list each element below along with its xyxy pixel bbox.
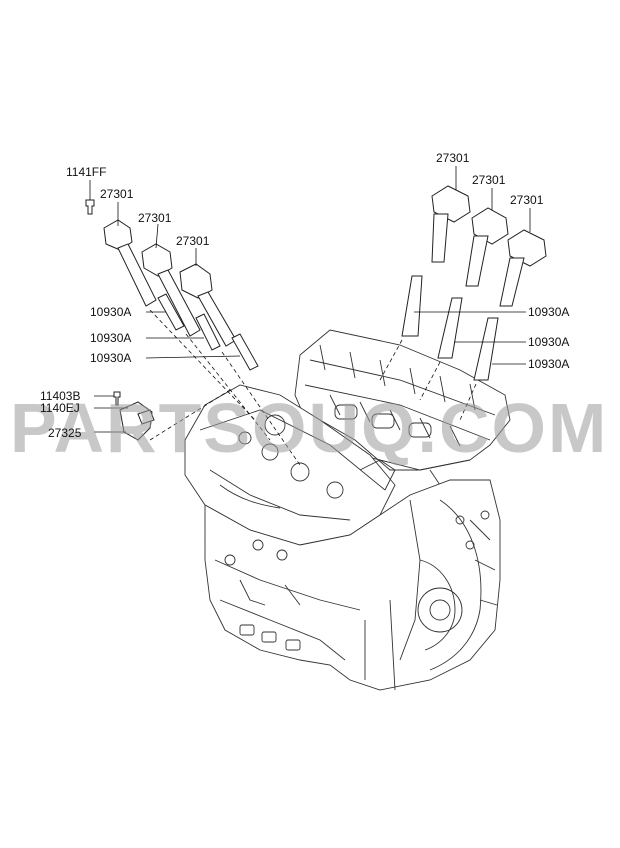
ignition-coil-right-1 xyxy=(431,185,471,263)
callout-coil-right-2: 27301 xyxy=(472,173,506,187)
spark-plug-right-3 xyxy=(473,317,499,381)
callout-plug-left-3: 10930A xyxy=(90,351,131,365)
spark-plug-left-2 xyxy=(195,313,221,351)
leader-lines xyxy=(89,166,531,466)
callout-coil-left-1: 27301 xyxy=(100,187,134,201)
callout-bolt-sensor-b: 1140EJ xyxy=(40,401,80,415)
bolt-11403b xyxy=(113,391,121,406)
callout-plug-right-1: 10930A xyxy=(528,305,569,319)
callout-bolt-top: 1141FF xyxy=(66,165,106,179)
callout-coil-left-2: 27301 xyxy=(138,211,172,225)
ignition-coil-left-1 xyxy=(103,219,157,307)
watermark: PARTSOUQ.COM xyxy=(10,389,608,467)
spark-plug-left-3 xyxy=(231,333,259,371)
ignition-coil-right-2 xyxy=(465,207,509,287)
spark-plug-right-2 xyxy=(437,297,463,359)
callout-labels: 1141FF 27301 27301 27301 10930A 10930A 1… xyxy=(40,151,569,440)
bolt-1141ff xyxy=(85,199,95,215)
callout-sensor: 27325 xyxy=(48,426,82,440)
callout-plug-right-3: 10930A xyxy=(528,357,569,371)
callout-coil-left-3: 27301 xyxy=(176,234,210,248)
callout-plug-left-2: 10930A xyxy=(90,331,131,345)
callout-plug-right-2: 10930A xyxy=(528,335,569,349)
spark-plug-right-1 xyxy=(401,275,423,337)
ignition-coil-left-2 xyxy=(141,243,201,337)
callout-bolt-sensor-a: 11403B xyxy=(40,389,80,403)
callout-plug-left-1: 10930A xyxy=(90,305,131,319)
callout-coil-right-1: 27301 xyxy=(436,151,470,165)
engine-block xyxy=(184,329,511,691)
ignition-coil-right-3 xyxy=(499,229,547,307)
callout-coil-right-3: 27301 xyxy=(510,193,544,207)
spark-plug-left-1 xyxy=(157,293,185,331)
